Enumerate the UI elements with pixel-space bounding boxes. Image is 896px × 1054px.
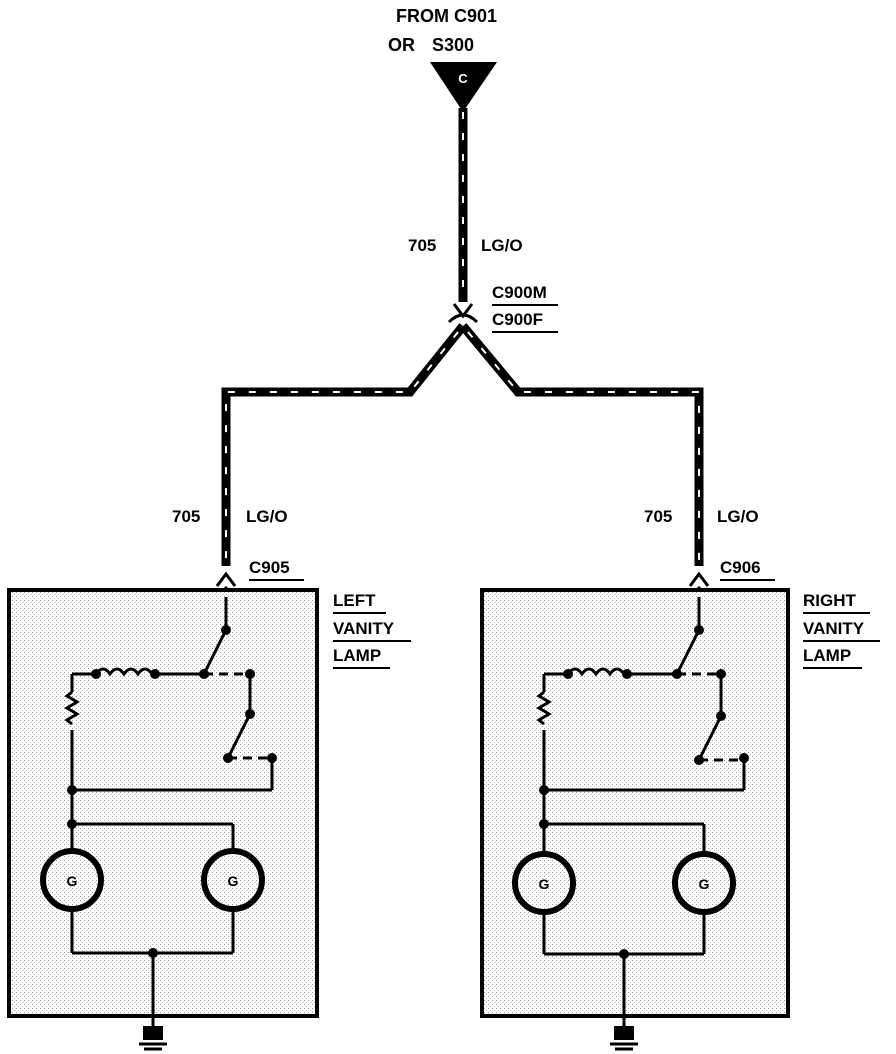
right-lamp-title-1: RIGHT	[803, 591, 857, 610]
right-ground-icon	[608, 1016, 640, 1051]
right-resistor	[536, 690, 552, 726]
left-lamp-title-3: LAMP	[333, 646, 381, 665]
right-wire-circuit: 705	[644, 507, 672, 526]
right-switch-blade	[675, 629, 701, 675]
right-connector-label: C906	[720, 558, 761, 577]
left-bulb-1-filament: G	[67, 873, 78, 889]
left-connector-label: C905	[249, 558, 290, 577]
left-ground-icon	[137, 1016, 169, 1051]
source-label-or: OR	[388, 35, 415, 55]
right-switch-2-blade	[697, 715, 723, 761]
left-bulb-2-filament: G	[228, 873, 239, 889]
left-connector-male	[215, 571, 237, 587]
right-bulb-2-filament: G	[699, 876, 710, 892]
main-wire-color: LG/O	[481, 236, 523, 255]
left-switch-blade	[202, 629, 228, 675]
left-coil	[94, 667, 154, 677]
right-lamp-housing	[480, 588, 790, 1018]
right-wire-color: LG/O	[717, 507, 759, 526]
connector-c900f-label: C900F	[492, 310, 543, 329]
left-wire-circuit: 705	[172, 507, 200, 526]
left-wire-color: LG/O	[246, 507, 288, 526]
right-coil	[566, 667, 626, 677]
source-label-splice: S300	[432, 35, 474, 55]
left-resistor	[64, 690, 80, 726]
left-switch-2-blade	[226, 713, 252, 759]
right-bulb-1-filament: G	[539, 876, 550, 892]
source-terminal	[430, 62, 497, 112]
left-lamp-title-2: VANITY	[333, 619, 395, 638]
left-branch-stripe	[225, 331, 459, 562]
right-branch-wire	[459, 323, 704, 566]
right-branch-stripe	[467, 331, 700, 562]
left-lamp-circuit: G G	[40, 597, 277, 1020]
right-lamp-title-3: LAMP	[803, 646, 851, 665]
right-connector-male	[688, 571, 710, 587]
left-lamp-housing	[7, 588, 319, 1018]
main-wire-circuit: 705	[408, 236, 436, 255]
connector-c900-female	[447, 313, 479, 324]
connector-c900m-label: C900M	[492, 283, 547, 302]
left-lamp-title-1: LEFT	[333, 591, 376, 610]
right-lamp-title-2: VANITY	[803, 619, 865, 638]
left-branch-wire	[221, 323, 467, 566]
source-label-line1: FROM C901	[396, 6, 497, 26]
source-terminal-letter: C	[458, 71, 468, 86]
right-lamp-circuit: G G	[512, 597, 749, 1020]
